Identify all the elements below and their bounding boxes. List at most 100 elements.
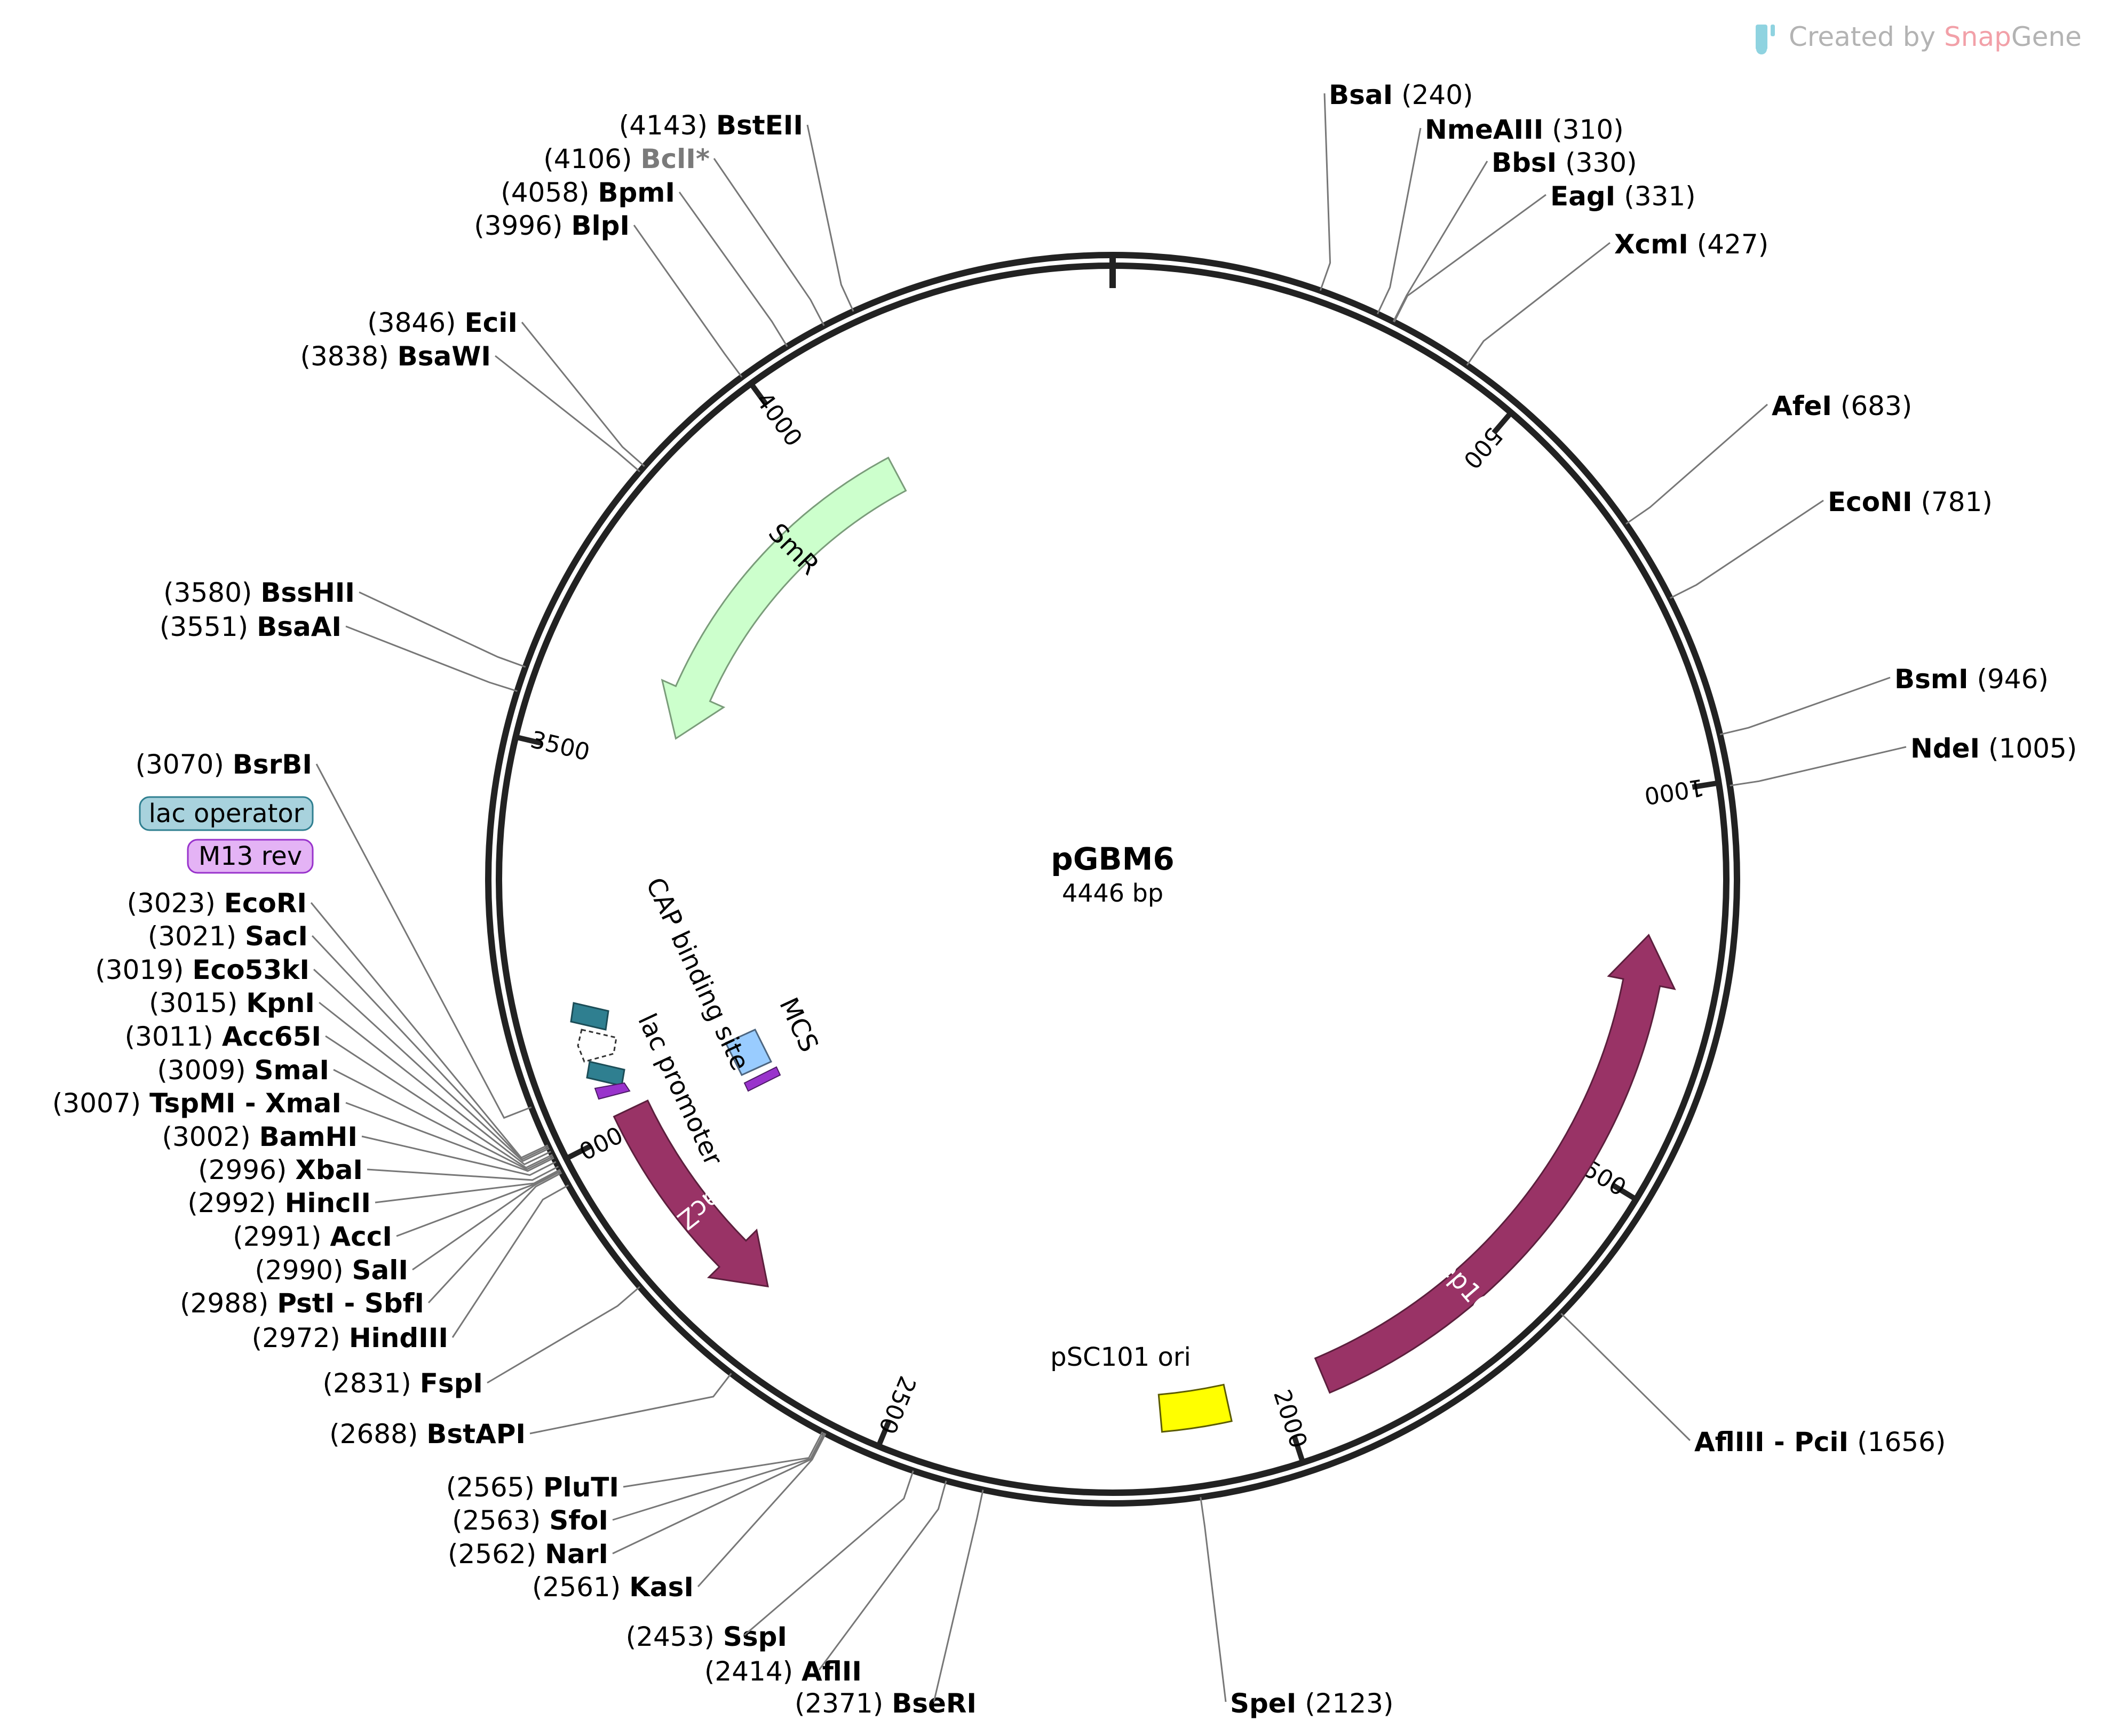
site-bpmi: (4058) BpmI <box>501 177 675 208</box>
site-leader <box>427 1172 562 1304</box>
site-acc65i: (3011) Acc65I <box>125 1021 321 1052</box>
site-bstapi-pos: (2688) <box>329 1419 426 1450</box>
site-ndei-name: NdeI <box>1910 733 1980 764</box>
site-eagi: EagI (331) <box>1550 181 1696 212</box>
site-eagi-pos: (331) <box>1615 181 1695 212</box>
tag-lac-operator-label: lac operator <box>149 799 304 829</box>
site-leader <box>1719 676 1891 736</box>
plasmid-length: 4446 bp <box>1062 879 1163 907</box>
site-ndei-pos: (1005) <box>1980 733 2077 764</box>
site-leader <box>345 1102 554 1172</box>
site-leader <box>311 935 549 1160</box>
site-xcmi-pos: (427) <box>1688 229 1768 260</box>
site-bsmi-name: BsmI <box>1894 664 1969 695</box>
site-leader <box>319 1001 551 1166</box>
site-leader <box>529 1373 732 1435</box>
site-leader <box>1730 746 1907 787</box>
site-nmeaiii-pos: (310) <box>1543 114 1623 145</box>
site-bbsi: BbsI (330) <box>1492 147 1637 178</box>
site-leader <box>1392 161 1488 322</box>
tick-500 <box>1492 411 1513 435</box>
site-saci: (3021) SacI <box>148 921 308 952</box>
watermark-text: Created by SnapGene <box>1789 21 2082 52</box>
site-sali-name: SalI <box>352 1255 409 1286</box>
watermark: Created by SnapGene <box>1756 21 2082 54</box>
site-leader <box>521 322 645 467</box>
site-aflii: (2414) AflII <box>704 1656 862 1687</box>
site-bamhi-pos: (3002) <box>162 1121 259 1152</box>
site-aflii-pos: (2414) <box>704 1656 802 1687</box>
site-leader-lines: BsaI (240)NmeAIII (310)BbsI (330)EagI (3… <box>52 79 2077 1719</box>
site-spei-name: SpeI <box>1230 1688 1296 1719</box>
site-bsshii-pos: (3580) <box>163 577 260 608</box>
site-nari-name: NarI <box>545 1539 608 1570</box>
site-tspmi-xmai-pos: (3007) <box>52 1088 149 1119</box>
site-fspi: (2831) FspI <box>323 1368 483 1399</box>
site-psti-sbfi-pos: (2988) <box>180 1288 277 1319</box>
snapgene-logo-icon <box>1756 25 1775 54</box>
site-bsmi: BsmI (946) <box>1894 664 2049 695</box>
tick-label-1000: 1000 <box>1643 773 1706 809</box>
site-ecori-name: EcoRI <box>224 888 307 919</box>
feature-psc101-ori <box>1157 1383 1233 1433</box>
site-bpmi-name: BpmI <box>598 177 675 208</box>
site-bamhi: (3002) BamHI <box>162 1121 358 1152</box>
site-eco53ki-name: Eco53kI <box>192 954 310 985</box>
tag-lac-operator: lac operator <box>139 796 314 831</box>
site-ecori-pos: (3023) <box>127 888 224 919</box>
site-kasi: (2561) KasI <box>532 1572 694 1603</box>
site-eagi-name: EagI <box>1550 181 1615 212</box>
site-bsaai-pos: (3551) <box>160 611 257 642</box>
site-smai-pos: (3009) <box>157 1055 254 1086</box>
site-bsaai-name: BsaAI <box>257 611 342 642</box>
watermark-brand-grey: Gene <box>2011 21 2082 52</box>
site-hindiii-pos: (2972) <box>252 1323 349 1353</box>
site-nari: (2562) NarI <box>448 1539 608 1570</box>
tick-label-4000: 4000 <box>750 387 807 452</box>
watermark-brand-red: Snap <box>1944 21 2011 52</box>
site-bseri-pos: (2371) <box>795 1688 892 1719</box>
site-saci-name: SacI <box>245 921 308 952</box>
site-saci-pos: (3021) <box>148 921 245 952</box>
watermark-prefix: Created by <box>1789 21 1936 52</box>
site-leader <box>1393 194 1546 323</box>
site-nmeaiii-name: NmeAIII <box>1425 114 1543 145</box>
site-leader <box>396 1169 561 1237</box>
tick-label-500: 500 <box>1458 422 1508 474</box>
site-xcmi-name: XcmI <box>1614 229 1688 260</box>
site-hincii: (2992) HincII <box>187 1188 371 1219</box>
site-hindiii: (2972) HindIII <box>252 1323 448 1353</box>
site-econi: EcoNI (781) <box>1828 487 1993 517</box>
site-leader <box>818 1480 947 1670</box>
site-leader <box>495 355 640 473</box>
tick-1500 <box>1612 1183 1638 1202</box>
site-bsrbi-name: BsrBI <box>233 749 312 780</box>
site-bsawi-pos: (3838) <box>300 341 397 372</box>
site-bsaai: (3551) BsaAI <box>160 611 342 642</box>
tick-3500 <box>515 734 543 746</box>
site-fspi-name: FspI <box>420 1368 483 1399</box>
backbone <box>485 252 1740 1507</box>
site-bpmi-pos: (4058) <box>501 177 598 208</box>
site-tspmi-xmai: (3007) TspMI - XmaI <box>52 1088 342 1119</box>
site-leader <box>1319 93 1331 291</box>
tick-label-2000: 2000 <box>1268 1387 1312 1452</box>
lac-operator-feature <box>586 1061 631 1100</box>
site-sspi-pos: (2453) <box>626 1621 723 1652</box>
site-leader <box>633 225 743 378</box>
site-blpi-name: BlpI <box>571 210 630 241</box>
site-pluti-name: PluTI <box>543 1472 619 1503</box>
site-bsteii-name: BstEII <box>716 110 803 141</box>
site-leader <box>1560 1312 1691 1442</box>
site-leader <box>412 1170 561 1271</box>
site-bsawi-name: BsaWI <box>398 341 491 372</box>
site-sali: (2990) SalI <box>255 1255 408 1286</box>
site-afliii-pcii-pos: (1656) <box>1849 1427 1946 1458</box>
site-leader <box>310 902 549 1159</box>
site-pluti-pos: (2565) <box>446 1472 543 1503</box>
site-smai-name: SmaI <box>255 1055 329 1086</box>
site-bstapi: (2688) BstAPI <box>329 1419 526 1450</box>
site-acci-name: AccI <box>330 1221 392 1252</box>
site-leader <box>713 158 825 327</box>
